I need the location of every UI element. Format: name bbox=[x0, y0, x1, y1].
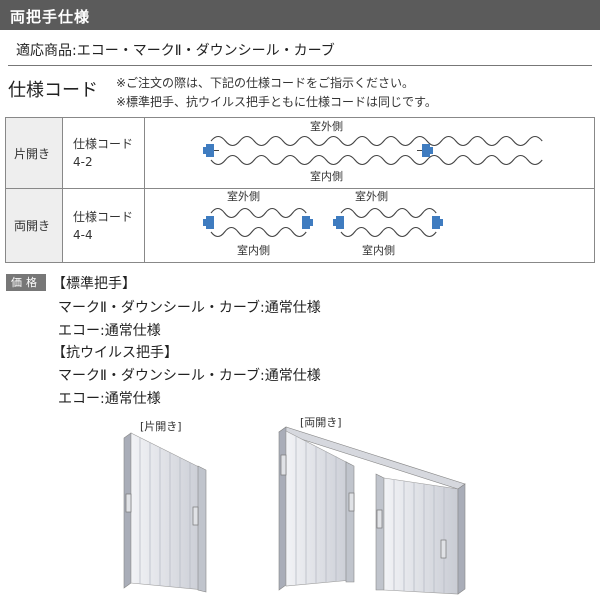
divider bbox=[8, 65, 592, 66]
price-antiviral-heading: 【抗ウイルス把手】 bbox=[52, 345, 178, 361]
price-standard-heading: 【標準把手】 bbox=[52, 276, 136, 292]
handle-right-icon bbox=[432, 216, 443, 229]
inside-label: 室内側 bbox=[310, 169, 343, 183]
panel-wave-inner bbox=[210, 226, 307, 238]
inside-label: 室内側 bbox=[362, 243, 395, 257]
double-door-illustration bbox=[278, 426, 466, 595]
panel-wave-outer bbox=[210, 207, 307, 219]
outside-label: 室外側 bbox=[355, 189, 388, 203]
price-standard-mark2: マークⅡ・ダウンシール・カーブ:通常仕様 bbox=[58, 300, 321, 316]
price-badge: 価格 bbox=[6, 274, 46, 291]
panel-wave-inner bbox=[210, 154, 543, 166]
handle-center-right-icon bbox=[333, 216, 344, 229]
order-note: ※ご注文の際は、下記の仕様コードをご指示ください。 bbox=[116, 76, 415, 90]
single-open-diagram: 室外側 室内側 bbox=[203, 119, 543, 183]
opening-type-single: 片開き bbox=[5, 117, 63, 189]
spec-code-value: 4-2 bbox=[73, 155, 93, 169]
spec-code-value: 4-4 bbox=[73, 227, 93, 242]
handle-right-icon bbox=[417, 144, 433, 157]
double-diagram-cell: 室外側 室外側 bbox=[144, 188, 595, 263]
spec-code-cell: 仕様コード 4-4 bbox=[62, 188, 145, 263]
spec-code-cell: 仕様コード 4-2 bbox=[62, 117, 145, 189]
inside-label: 室内側 bbox=[237, 243, 270, 257]
panel-wave-outer bbox=[210, 135, 543, 147]
table-row: 片開き 仕様コード 4-2 室外側 室内側 bbox=[5, 117, 595, 189]
panel-wave-inner bbox=[340, 226, 437, 238]
outside-label: 室外側 bbox=[310, 119, 343, 133]
table-row: 両開き 仕様コード 4-4 室外側 室外側 bbox=[5, 188, 595, 263]
handle-note: ※標準把手、抗ウイルス把手ともに仕様コードは同じです。 bbox=[116, 95, 437, 109]
spec-code-heading: 仕様コード bbox=[8, 80, 98, 101]
price-standard-echo: エコー:通常仕様 bbox=[58, 323, 161, 339]
page-title: 両把手仕様 bbox=[10, 8, 91, 26]
handle-left-icon bbox=[203, 216, 214, 229]
outside-label: 室外側 bbox=[227, 189, 260, 203]
price-antiviral-mark2: マークⅡ・ダウンシール・カーブ:通常仕様 bbox=[58, 368, 321, 384]
applicable-products: 適応商品:エコー・マークⅡ・ダウンシール・カーブ bbox=[16, 43, 335, 59]
header-bar: 両把手仕様 bbox=[0, 0, 600, 30]
spec-code-table: 片開き 仕様コード 4-2 室外側 室内側 bbox=[5, 117, 595, 263]
handle-left-icon bbox=[203, 144, 219, 157]
spec-code-label: 仕様コード bbox=[73, 137, 134, 151]
single-open-label: [片開き] bbox=[140, 420, 182, 433]
handle-center-left-icon bbox=[302, 216, 313, 229]
spec-code-label: 仕様コード bbox=[73, 209, 134, 224]
double-open-label: [両開き] bbox=[300, 416, 342, 429]
single-door-illustration bbox=[123, 432, 207, 593]
panel-wave-outer bbox=[340, 207, 437, 219]
price-antiviral-echo: エコー:通常仕様 bbox=[58, 391, 161, 407]
double-open-diagram: 室外側 室外側 bbox=[203, 189, 443, 257]
single-diagram-cell: 室外側 室内側 bbox=[144, 117, 595, 189]
